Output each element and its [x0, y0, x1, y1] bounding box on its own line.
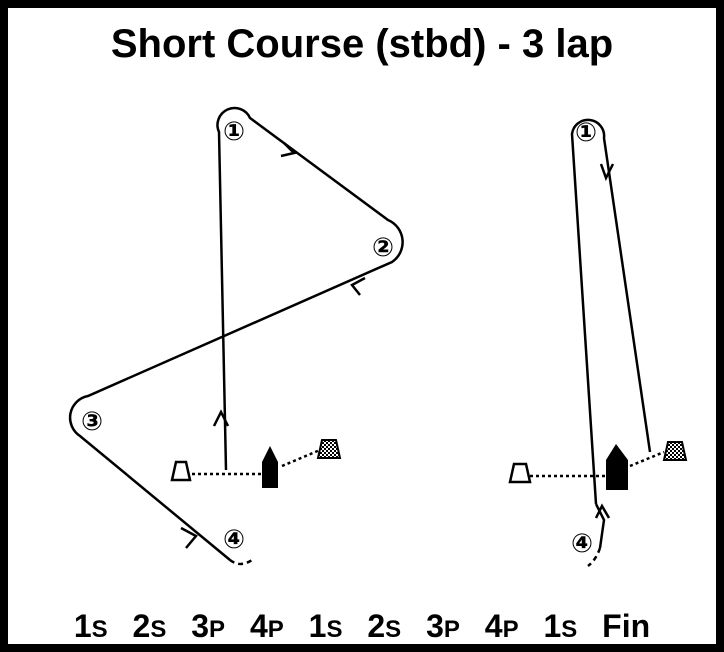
right-route: [570, 118, 652, 505]
seq-item-3: 3P: [191, 608, 226, 644]
seq-item-1: 1S: [73, 608, 108, 644]
seq-item-7: 3P: [426, 608, 460, 644]
left-course: [68, 106, 404, 566]
right-mark-1: ①: [575, 118, 597, 148]
arrow-up-icon: [212, 409, 230, 427]
left-arrows: [180, 142, 366, 549]
left-route: [68, 106, 404, 561]
arrow-right-icon: [280, 142, 297, 158]
finish-flag-icon: [316, 439, 342, 459]
arrow-down-right-icon: [180, 526, 198, 549]
seq-item-8: 4P: [484, 608, 519, 644]
rounding-sequence: 1S 2S 3P 4P 1S 2S 3P 4P 1S Fin: [0, 608, 724, 645]
seq-item-9: 1S: [543, 608, 578, 644]
committee-boat-icon: [262, 446, 278, 488]
arrow-left-icon: [350, 276, 366, 296]
left-mark-3: ③: [81, 407, 103, 437]
seq-item-4: 4P: [249, 608, 284, 644]
right-dash-end: [587, 547, 602, 567]
right-start-line: [508, 441, 688, 490]
pin-buoy-icon: [170, 460, 192, 482]
left-mark-1: ①: [223, 117, 245, 147]
right-up-leg: [594, 503, 606, 549]
arrow-up-icon-2: [594, 503, 611, 519]
finish-flag-icon-2: [662, 441, 688, 461]
right-course: [570, 118, 652, 567]
course-title: Short Course (stbd) - 3 lap: [110, 22, 614, 66]
left-dash-end: [229, 558, 253, 566]
right-mark-4: ④: [571, 529, 593, 559]
pin-buoy-icon-2: [508, 462, 532, 484]
right-arrows: [594, 163, 615, 519]
arrow-down-icon: [599, 163, 615, 182]
committee-boat-icon-2: [606, 444, 628, 490]
left-mark-4: ④: [223, 525, 245, 555]
seq-item-2: 2S: [132, 608, 167, 644]
seq-item-5: 1S: [308, 608, 343, 644]
left-start-line: [170, 439, 342, 488]
seq-item-6: 2S: [367, 608, 402, 644]
left-mark-2: ②: [372, 233, 394, 263]
seq-item-finish: Fin: [602, 608, 651, 644]
